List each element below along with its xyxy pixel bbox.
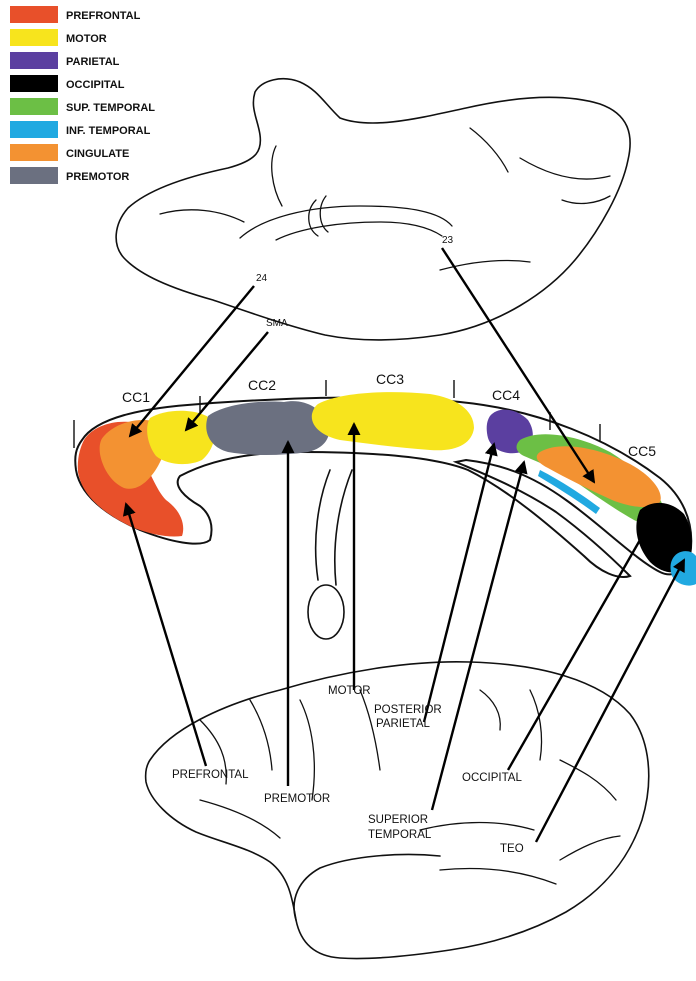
legend-label-sup-temporal: SUP. TEMPORAL	[66, 102, 155, 114]
mammillary-outline	[308, 585, 344, 639]
medial-hemisphere: 24 23 SMA	[116, 79, 630, 340]
label-temporal: TEMPORAL	[368, 829, 432, 841]
legend-label-inf-temporal: INF. TEMPORAL	[66, 125, 151, 137]
fornix-outline	[316, 470, 352, 585]
label-teo: TEO	[500, 843, 524, 855]
legend: PREFRONTAL MOTOR PARIETAL OCCIPITAL SUP.…	[10, 6, 155, 184]
arrow-teo	[536, 560, 684, 842]
segment-label-cc4: CC4	[492, 387, 520, 403]
legend-swatch-occipital	[10, 75, 58, 92]
label-premotor: PREMOTOR	[264, 793, 330, 805]
region-premotor	[206, 401, 329, 455]
legend-item-cingulate: CINGULATE	[10, 144, 129, 161]
sulcus-k	[560, 836, 620, 860]
legend-swatch-cingulate	[10, 144, 58, 161]
sulcus-j	[200, 800, 280, 838]
sma-label: SMA	[266, 318, 288, 329]
legend-item-motor: MOTOR	[10, 29, 107, 46]
label-prefrontal: PREFRONTAL	[172, 769, 249, 781]
segment-label-cc2: CC2	[248, 377, 276, 393]
legend-swatch-inf-temporal	[10, 121, 58, 138]
label-superior: SUPERIOR	[368, 814, 428, 826]
sulcus-e	[480, 690, 500, 730]
sulcus-h	[420, 823, 534, 831]
legend-label-premotor: PREMOTOR	[66, 171, 129, 183]
medial-sulcus-5	[160, 210, 244, 222]
legend-item-inf-temporal: INF. TEMPORAL	[10, 121, 151, 138]
region-motor-cc1	[147, 411, 215, 464]
label-posterior: POSTERIOR	[374, 704, 442, 716]
corpus-callosum: CC1 CC2 CC3 CC4 CC5	[74, 371, 696, 639]
legend-item-occipital: OCCIPITAL	[10, 75, 125, 92]
callosum-inner-sketch	[276, 222, 442, 240]
sulcus-b	[250, 700, 272, 770]
medial-sulcus-3	[562, 196, 610, 203]
projection-arrows	[126, 248, 684, 842]
legend-item-parietal: PARIETAL	[10, 52, 120, 69]
sulcus-c	[300, 700, 314, 800]
arrow-posterior-parietal	[424, 444, 494, 722]
legend-label-prefrontal: PREFRONTAL	[66, 10, 141, 22]
sulcus-d	[360, 690, 380, 770]
legend-item-premotor: PREMOTOR	[10, 167, 129, 184]
legend-label-cingulate: CINGULATE	[66, 148, 129, 160]
sulcus-f	[530, 690, 542, 760]
label-occipital: OCCIPITAL	[462, 772, 522, 784]
label-parietal: PARIETAL	[376, 718, 430, 730]
label-motor: MOTOR	[328, 685, 371, 697]
legend-item-prefrontal: PREFRONTAL	[10, 6, 141, 23]
medial-sulcus-4	[470, 128, 508, 172]
medial-sulcus-2	[520, 158, 610, 179]
legend-item-sup-temporal: SUP. TEMPORAL	[10, 98, 155, 115]
segment-label-cc3: CC3	[376, 371, 404, 387]
area-23-label: 23	[442, 235, 454, 246]
area-24-label: 24	[256, 273, 268, 284]
temporal-lobe-outline	[294, 855, 440, 921]
legend-swatch-parietal	[10, 52, 58, 69]
medial-sulcus-1	[272, 146, 282, 206]
legend-label-motor: MOTOR	[66, 33, 107, 45]
corpus-callosum-medial-sketch	[240, 206, 452, 238]
legend-label-parietal: PARIETAL	[66, 56, 120, 68]
cortex-labels: PREFRONTAL PREMOTOR MOTOR POSTERIOR PARI…	[172, 685, 524, 855]
segment-label-cc1: CC1	[122, 389, 150, 405]
legend-swatch-prefrontal	[10, 6, 58, 23]
fornix-sketch	[309, 196, 328, 236]
legend-swatch-motor	[10, 29, 58, 46]
segment-label-cc5: CC5	[628, 443, 656, 459]
legend-swatch-premotor	[10, 167, 58, 184]
legend-label-occipital: OCCIPITAL	[66, 79, 125, 91]
arrow-occipital	[508, 526, 648, 770]
legend-swatch-sup-temporal	[10, 98, 58, 115]
sulcus-i	[440, 869, 556, 884]
